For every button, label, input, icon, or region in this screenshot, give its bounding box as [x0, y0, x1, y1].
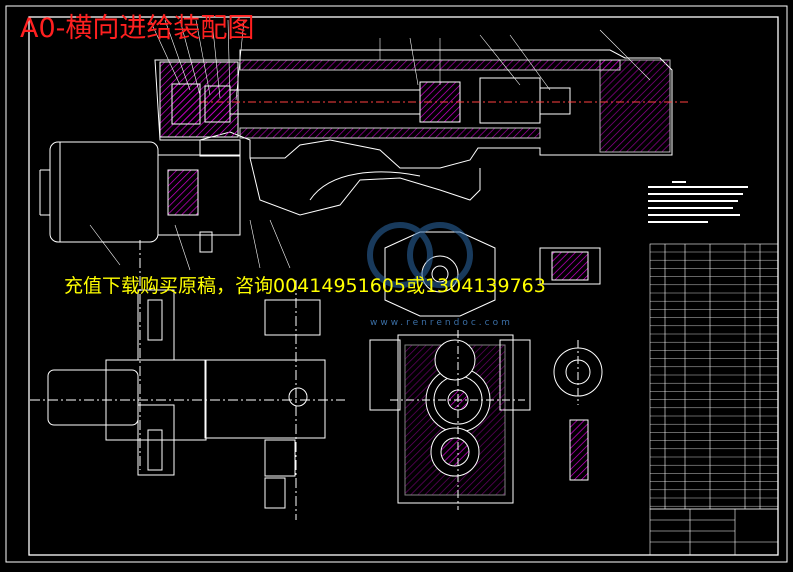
motor — [39, 141, 241, 253]
housing-assembly — [154, 49, 690, 216]
drawing-title: A0-横向进给装配图 — [20, 13, 255, 44]
detail-views — [539, 247, 603, 481]
watermark-logo — [367, 222, 473, 288]
outer-border — [5, 5, 788, 563]
promo-text: 充值下载购买原稿，咨询00414951605或1304139763 — [64, 275, 546, 297]
parts-list-rows — [650, 251, 778, 507]
tech-notes — [648, 181, 748, 223]
gearbox-section — [369, 330, 531, 510]
title-block — [649, 508, 779, 556]
plan-view — [30, 240, 345, 520]
leader-lines — [89, 19, 651, 271]
parts-list — [649, 243, 779, 510]
watermark-url: www.renrendoc.com — [370, 318, 513, 328]
